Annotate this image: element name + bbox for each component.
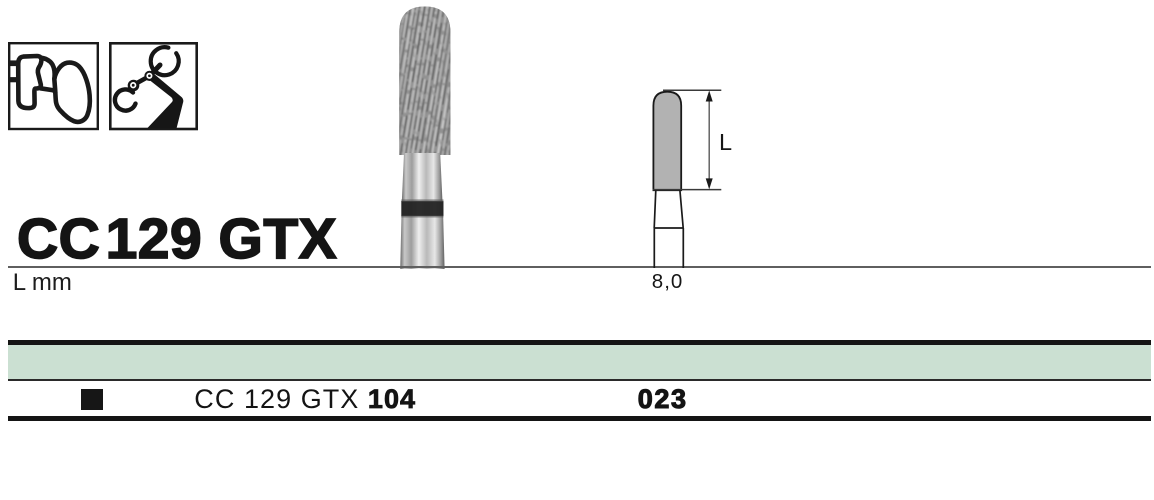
- svg-text:L: L: [719, 129, 732, 155]
